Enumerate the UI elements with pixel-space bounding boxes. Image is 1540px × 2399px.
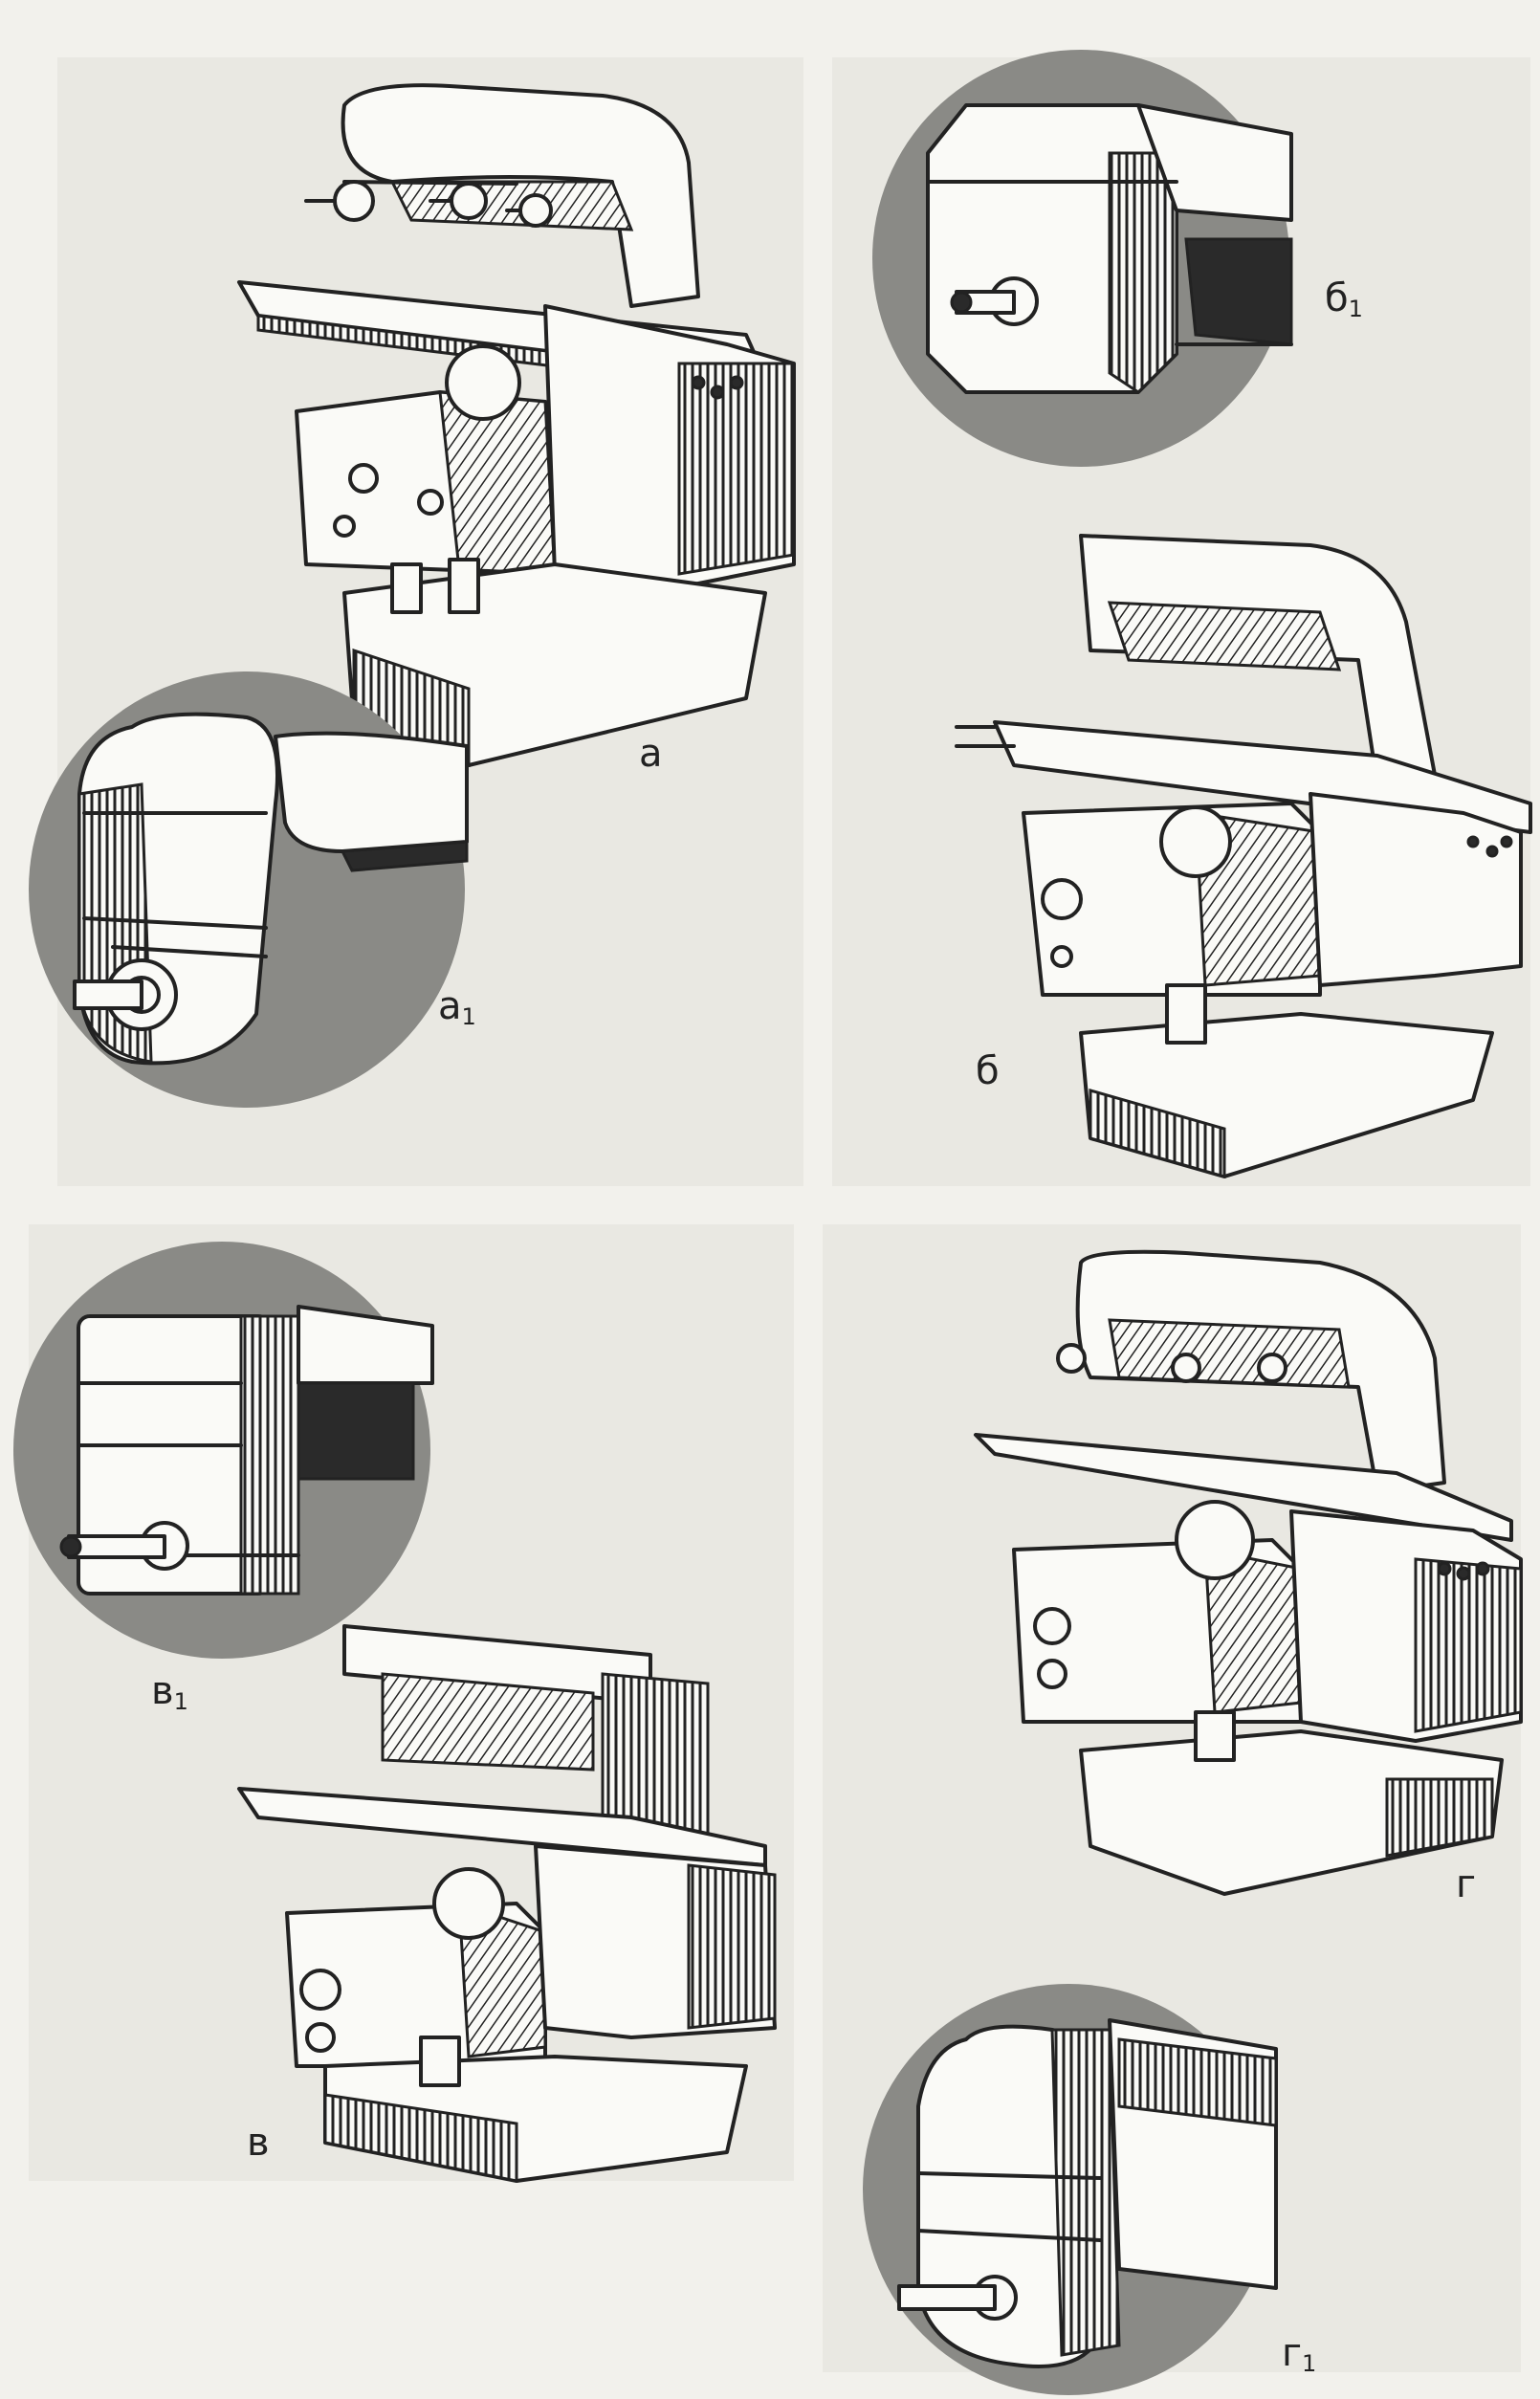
label-g1: г1 <box>1282 2331 1317 2377</box>
label-v: в <box>247 2121 270 2165</box>
detail-circle-g1 <box>863 1984 1278 2395</box>
detail-circle-v1 <box>13 1242 434 1659</box>
detail-circle-a1 <box>29 671 469 1108</box>
label-v1: в1 <box>151 1669 188 1715</box>
label-b1: б1 <box>1325 276 1363 322</box>
milling-machine-a <box>237 83 796 768</box>
label-g: г <box>1456 1862 1477 1906</box>
detail-circle-b1 <box>872 50 1293 467</box>
label-b: б <box>976 1049 1000 1093</box>
milling-machine-g <box>974 1249 1523 1896</box>
label-a: а <box>639 732 663 776</box>
label-a1: а1 <box>438 984 476 1030</box>
milling-machine-b <box>955 534 1532 1178</box>
milling-machine-v <box>237 1624 777 2183</box>
